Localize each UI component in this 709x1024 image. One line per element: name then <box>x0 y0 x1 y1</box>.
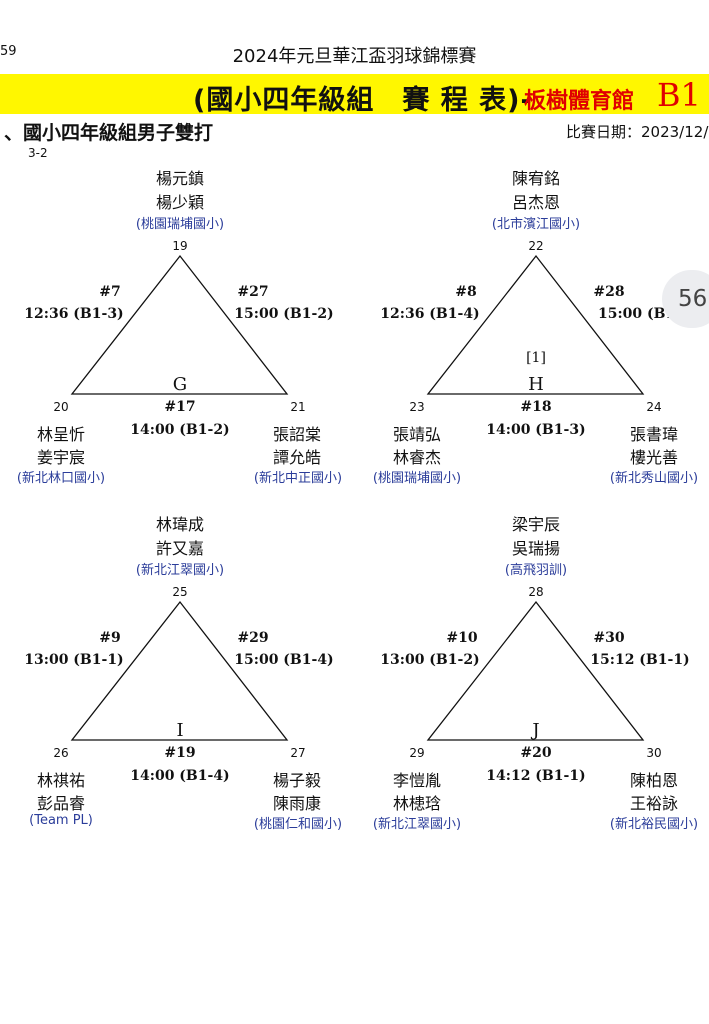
top-seed-number: 19 <box>172 239 188 253</box>
right-player-1: 楊子毅 <box>272 771 321 790</box>
match-bottom-time: 14:12 (B1-1) <box>486 768 586 784</box>
venue-label: 板樹體育館 <box>524 89 635 114</box>
match-date: 比賽日期：2023/12/ <box>566 123 709 141</box>
match-right-time: 15:00 (B1-4) <box>234 652 334 668</box>
group-label: G <box>172 374 188 395</box>
match-bottom-time: 14:00 (B1-3) <box>486 422 586 438</box>
match-left-number: #8 <box>455 284 477 300</box>
match-bottom-number: #18 <box>520 399 552 415</box>
left-school: (Team PL) <box>29 813 93 828</box>
top-school: (北市濱江國小) <box>491 217 581 232</box>
left-player-1: 張靖弘 <box>392 425 441 444</box>
group-label: I <box>176 720 184 741</box>
top-school: (高飛羽訓) <box>504 563 568 578</box>
left-player-2: 林槵琀 <box>392 794 441 813</box>
right-player-1: 陳柏恩 <box>629 771 678 790</box>
left-player-1: 林祺祐 <box>36 771 85 790</box>
match-left-time: 13:00 (B1-1) <box>24 652 124 668</box>
match-right-number: #30 <box>593 630 625 646</box>
right-school: (新北中正國小) <box>253 471 343 486</box>
page-indicator-badge[interactable]: 56 <box>662 270 709 328</box>
seed-mark: [1] <box>526 350 546 366</box>
top-seed-number: 22 <box>528 239 544 253</box>
group-title: (國小四年級組 賽 程 表)- <box>193 85 533 116</box>
match-right-time: 15:12 (B1-1) <box>590 652 690 668</box>
match-right-number: #27 <box>237 284 269 300</box>
right-school: (新北秀山國小) <box>609 471 699 486</box>
top-school: (新北江翠國小) <box>135 563 225 578</box>
match-bottom-number: #20 <box>520 745 552 761</box>
top-player-2: 楊少穎 <box>155 193 204 212</box>
left-player-1: 林呈忻 <box>36 425 85 444</box>
group-label: J <box>532 720 540 741</box>
left-school: (新北林口國小) <box>16 471 106 486</box>
match-left-number: #7 <box>99 284 121 300</box>
left-school: (桃園瑞埔國小) <box>372 471 462 486</box>
top-player-2: 呂杰恩 <box>511 193 560 212</box>
left-school: (新北江翠國小) <box>372 817 462 832</box>
top-player-1: 梁宇辰 <box>511 515 560 534</box>
left-player-2: 林睿杰 <box>392 448 441 467</box>
page-number: 59 <box>0 44 17 59</box>
left-seed-number: 26 <box>53 746 69 760</box>
top-player-1: 楊元鎮 <box>155 169 204 188</box>
title-band <box>0 74 709 114</box>
match-bottom-time: 14:00 (B1-2) <box>130 422 230 438</box>
match-left-time: 13:00 (B1-2) <box>380 652 480 668</box>
match-right-time: 15:00 (B1-2) <box>234 306 334 322</box>
top-player-1: 陳宥銘 <box>511 169 560 188</box>
left-seed-number: 23 <box>409 400 425 414</box>
top-seed-number: 28 <box>528 585 544 599</box>
top-player-2: 吳瑞揚 <box>511 539 560 558</box>
left-player-2: 姜宇宸 <box>36 448 85 467</box>
right-player-1: 張書瑋 <box>629 425 678 444</box>
right-player-2: 樓光善 <box>629 448 678 467</box>
match-right-number: #28 <box>593 284 625 300</box>
document-title: 2024年元旦華江盃羽球錦標賽 <box>232 46 477 67</box>
top-player-1: 林瑋成 <box>155 515 204 534</box>
left-player-2: 彭品睿 <box>36 794 85 813</box>
match-bottom-number: #19 <box>164 745 196 761</box>
right-seed-number: 21 <box>290 400 306 414</box>
right-player-2: 譚允皓 <box>272 448 321 467</box>
court-label: B1 <box>657 76 701 114</box>
group-label: H <box>528 374 544 395</box>
right-school: (新北裕民國小) <box>609 817 699 832</box>
right-player-1: 張詔棠 <box>272 425 321 444</box>
right-player-2: 陳雨康 <box>272 794 321 813</box>
right-player-2: 王裕詠 <box>629 794 678 813</box>
event-title: 、國小四年級組男子雙打 <box>4 122 214 144</box>
match-left-number: #10 <box>446 630 478 646</box>
match-left-number: #9 <box>99 630 121 646</box>
top-school: (桃園瑞埔國小) <box>135 217 225 232</box>
match-right-time: 15:00 (B1- <box>598 306 682 322</box>
right-seed-number: 27 <box>290 746 306 760</box>
left-player-1: 李愷胤 <box>392 771 441 790</box>
match-left-time: 12:36 (B1-4) <box>380 306 480 322</box>
match-right-number: #29 <box>237 630 269 646</box>
right-seed-number: 30 <box>646 746 662 760</box>
match-left-time: 12:36 (B1-3) <box>24 306 124 322</box>
top-seed-number: 25 <box>172 585 188 599</box>
right-seed-number: 24 <box>646 400 662 414</box>
sub-code: 3-2 <box>28 146 48 160</box>
match-bottom-time: 14:00 (B1-4) <box>130 768 230 784</box>
left-seed-number: 20 <box>53 400 69 414</box>
top-player-2: 許又嘉 <box>155 539 204 558</box>
right-school: (桃園仁和國小) <box>253 817 343 832</box>
left-seed-number: 29 <box>409 746 425 760</box>
match-bottom-number: #17 <box>164 399 196 415</box>
